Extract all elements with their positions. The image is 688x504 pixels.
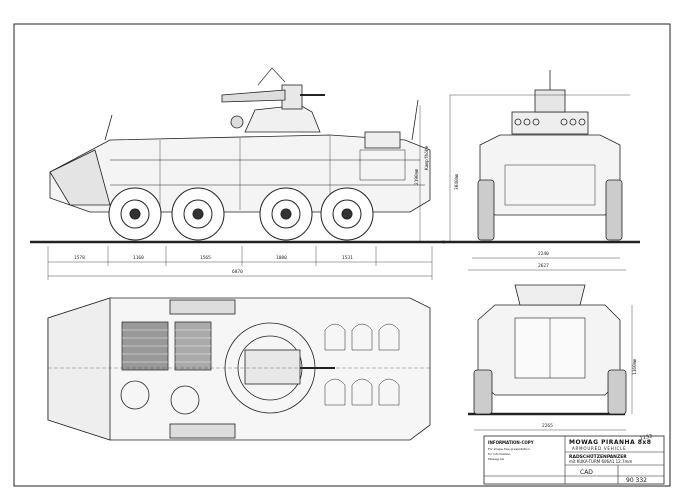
front-turret bbox=[511, 111, 589, 135]
dim-rear-track: 2265 bbox=[542, 423, 553, 429]
side-wheels bbox=[108, 187, 374, 241]
dim-front-width: 2627 bbox=[538, 263, 549, 269]
stamp-title: INFORMATION-COPY bbox=[488, 440, 534, 445]
dim-side-seg-1: 1578 bbox=[74, 255, 85, 261]
side-rear-door bbox=[359, 149, 406, 181]
side-dimension-labels: 1578 1160 1565 1080 1531 6870 2190mm Kam… bbox=[74, 145, 430, 275]
top-turret-body bbox=[244, 349, 301, 385]
stamp-line-2: for information bbox=[488, 452, 510, 456]
side-rear-box bbox=[364, 131, 401, 149]
drawing-number: 90 332 bbox=[626, 477, 647, 484]
dim-side-vertical-2: Kampfhöhe bbox=[424, 145, 430, 170]
description-line-2: mit KUKA-TURM 606A1 12.7mm bbox=[569, 459, 632, 464]
rear-wheel-right bbox=[607, 369, 627, 415]
dim-side-total: 6870 bbox=[232, 269, 243, 275]
front-view bbox=[442, 70, 640, 271]
side-view bbox=[30, 67, 445, 280]
front-hull bbox=[479, 134, 621, 216]
dim-side-seg-4: 1080 bbox=[276, 255, 287, 261]
rear-wheel-left bbox=[473, 369, 493, 415]
side-front-glacis bbox=[49, 149, 111, 206]
dim-side-vertical-1: 2190mm bbox=[414, 168, 420, 185]
stamp-line-3: Mowag AG bbox=[488, 457, 505, 461]
company-sub: ARMOURED VEHICLE bbox=[572, 446, 627, 451]
dim-side-seg-5: 1531 bbox=[342, 255, 353, 261]
stamp-line-1: For shape-free presentation bbox=[488, 447, 530, 451]
cad-label: CAD bbox=[580, 469, 593, 476]
rear-view bbox=[468, 284, 633, 431]
front-dimension-labels: 2240 2627 3040mm bbox=[454, 173, 549, 269]
revision-note: 1133 bbox=[639, 433, 653, 442]
company-name: MOWAG PIRANHA 8x8 bbox=[569, 439, 651, 446]
front-wheel-right bbox=[605, 179, 623, 241]
dim-side-seg-2: 1160 bbox=[133, 255, 144, 261]
side-dimension-lines bbox=[47, 105, 433, 280]
dim-rear-vertical: 1160mm bbox=[632, 358, 638, 375]
top-front-plate bbox=[47, 297, 111, 441]
dim-front-track: 2240 bbox=[538, 251, 549, 257]
side-antenna bbox=[104, 114, 113, 141]
description-line-1: RADSCHÜTZENPANZER bbox=[569, 453, 627, 460]
dim-front-vertical: 3040mm bbox=[454, 173, 460, 190]
rear-dimension-labels: 2265 1160mm bbox=[542, 358, 638, 429]
top-view bbox=[47, 297, 431, 441]
front-wheel-left bbox=[477, 179, 495, 241]
title-block: INFORMATION-COPY For shape-free presenta… bbox=[483, 433, 665, 485]
top-troop-seats bbox=[324, 323, 400, 406]
dim-side-seg-3: 1565 bbox=[200, 255, 211, 261]
top-side-stowage bbox=[169, 299, 236, 315]
side-turret bbox=[221, 67, 325, 133]
rear-turret bbox=[514, 284, 586, 306]
front-smoke-dischargers bbox=[514, 118, 586, 126]
